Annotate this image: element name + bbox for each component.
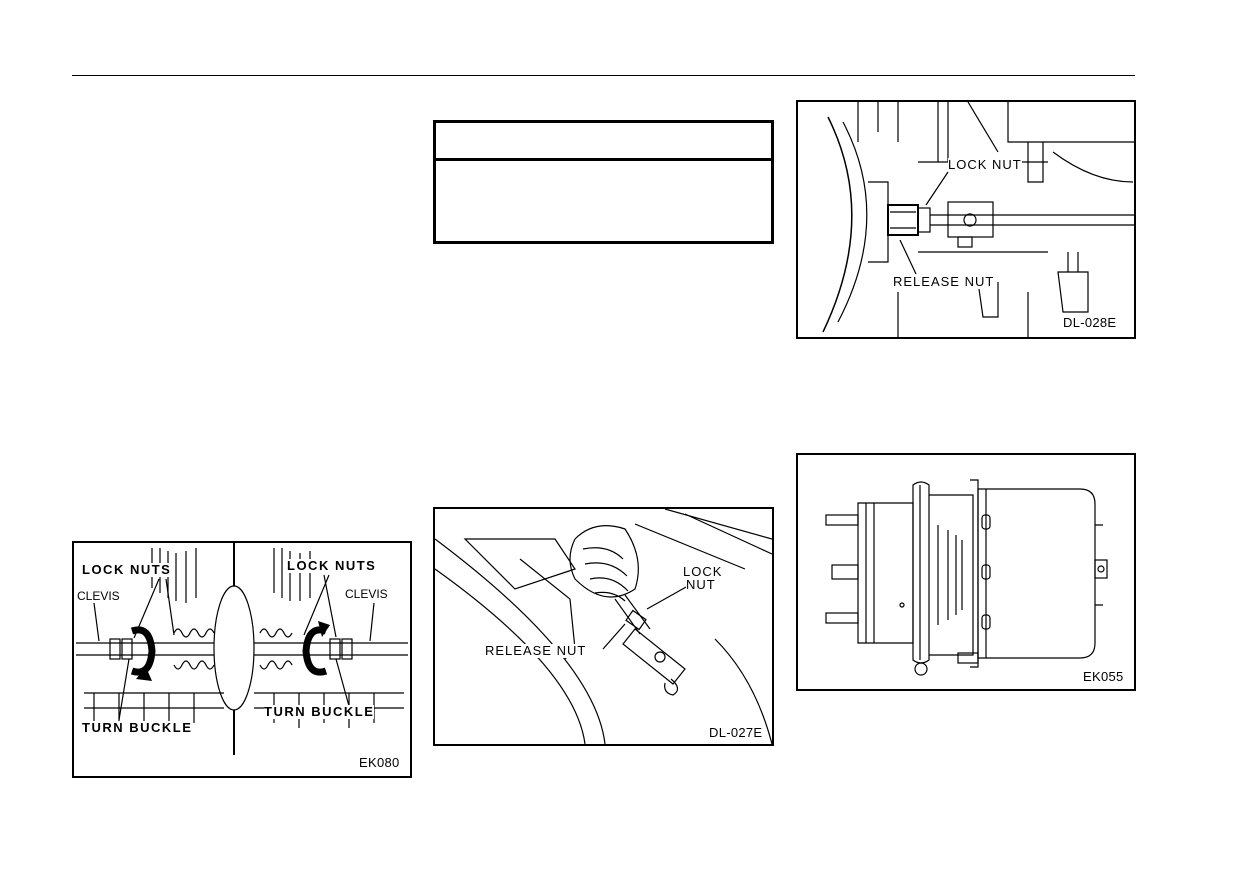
label-release-nut: RELEASE NUT (893, 274, 995, 289)
label-clevis-right: CLEVIS (345, 587, 388, 601)
figure-dl027e: LOCK NUT RELEASE NUT DL-027E (433, 507, 774, 746)
label-lock: LOCK (683, 564, 723, 579)
figure-ek080: LOCK NUTS LOCK NUTS CLEVIS CLEVIS TURN B… (72, 541, 412, 778)
label-clevis-left: CLEVIS (77, 589, 120, 603)
figure-ek055: EK055 (796, 453, 1136, 691)
figure-code: EK080 (359, 755, 400, 770)
figure-code: DL-028E (1063, 315, 1117, 330)
label-lock-nuts-left: LOCK NUTS (82, 562, 172, 577)
label-lock-nut: LOCK NUT (948, 157, 1022, 172)
release-nut-illustration-1 (435, 509, 772, 744)
label-release-nut: RELEASE NUT (485, 643, 587, 658)
figure-dl028e: LOCK NUT RELEASE NUT DL-028E (796, 100, 1136, 339)
header-rule (72, 75, 1135, 76)
brake-chamber-illustration (825, 479, 1108, 676)
figure-code: EK055 (1083, 669, 1124, 684)
label-lock-nuts-right: LOCK NUTS (287, 558, 377, 573)
note-box (433, 120, 774, 244)
note-box-header (436, 123, 771, 161)
label-turn-buckle-right: TURN BUCKLE (264, 704, 375, 719)
turnbuckle-illustration (76, 543, 408, 755)
figure-code: DL-027E (709, 725, 763, 740)
label-nut: NUT (686, 577, 716, 592)
release-nut-illustration-2 (822, 102, 1134, 337)
label-turn-buckle-left: TURN BUCKLE (82, 720, 193, 735)
